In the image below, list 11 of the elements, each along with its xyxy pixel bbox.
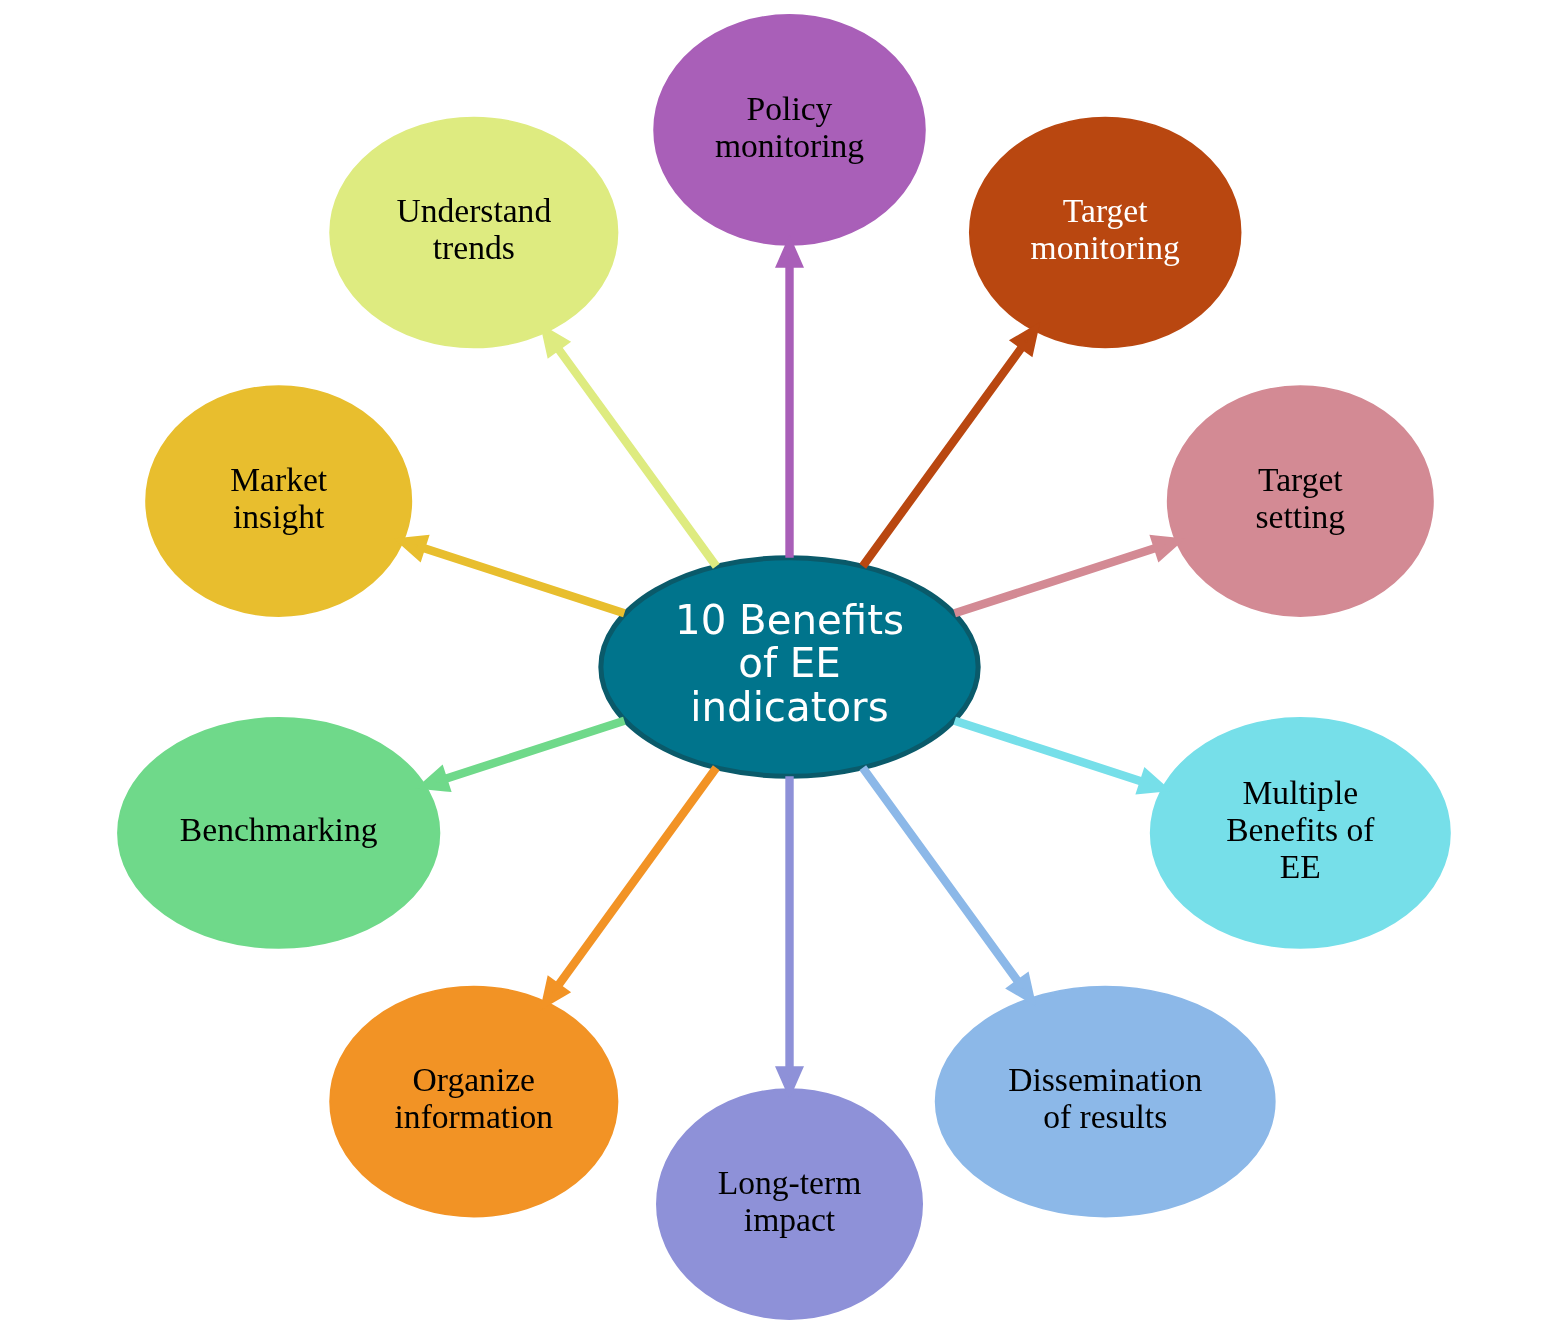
- node-ellipse: Policy monitoring: [652, 14, 926, 246]
- node-ellipse: Target setting: [1166, 385, 1434, 617]
- node-ellipse: Understand trends: [328, 116, 618, 349]
- node-ellipse: Market insight: [144, 385, 412, 617]
- node-ellipse: Long-term impact: [655, 1088, 923, 1320]
- node-ellipse: Dissemination of results: [934, 985, 1276, 1218]
- node-ellipse: Organize information: [328, 985, 618, 1218]
- node-ellipse: 10 Benefits of EE indicators: [597, 555, 981, 779]
- node-ellipse: Benchmarking: [116, 717, 440, 949]
- node-ellipse: Target monitoring: [968, 116, 1241, 349]
- node-ellipse: Multiple Benefits of EE: [1149, 717, 1451, 949]
